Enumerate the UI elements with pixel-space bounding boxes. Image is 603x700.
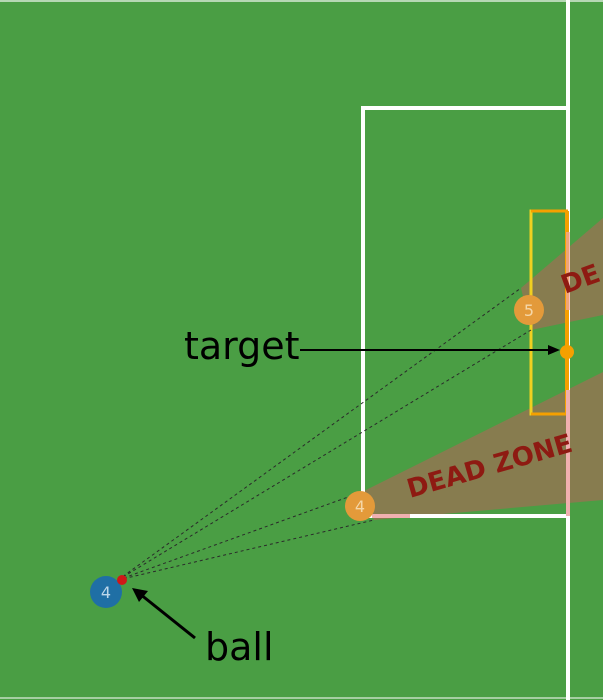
defender-lower: 4 (345, 491, 375, 521)
target-arrow-head (548, 345, 560, 355)
ball-label: ball (205, 625, 274, 669)
sight-line-3 (117, 491, 363, 581)
sight-line-1 (117, 287, 522, 581)
defender-upper-number: 5 (524, 301, 534, 320)
sight-line-2 (117, 329, 532, 581)
ball-arrow-head (132, 588, 148, 602)
penalty-box (361, 106, 568, 518)
ball-arrow-line (139, 592, 196, 640)
attacker: 4 (90, 576, 122, 608)
dead-zone-lower (362, 372, 603, 520)
sight-line-4 (117, 519, 375, 581)
attacker-body (90, 576, 122, 608)
ball (117, 575, 127, 585)
defender-upper: 5 (514, 295, 544, 325)
attacker-number: 4 (101, 583, 111, 602)
defender-lower-number: 4 (355, 497, 365, 516)
target-point (560, 345, 574, 359)
defender-lower-body (345, 491, 375, 521)
sight-lines (117, 287, 532, 581)
defender-upper-body (514, 295, 544, 325)
target-label: target (184, 324, 300, 368)
